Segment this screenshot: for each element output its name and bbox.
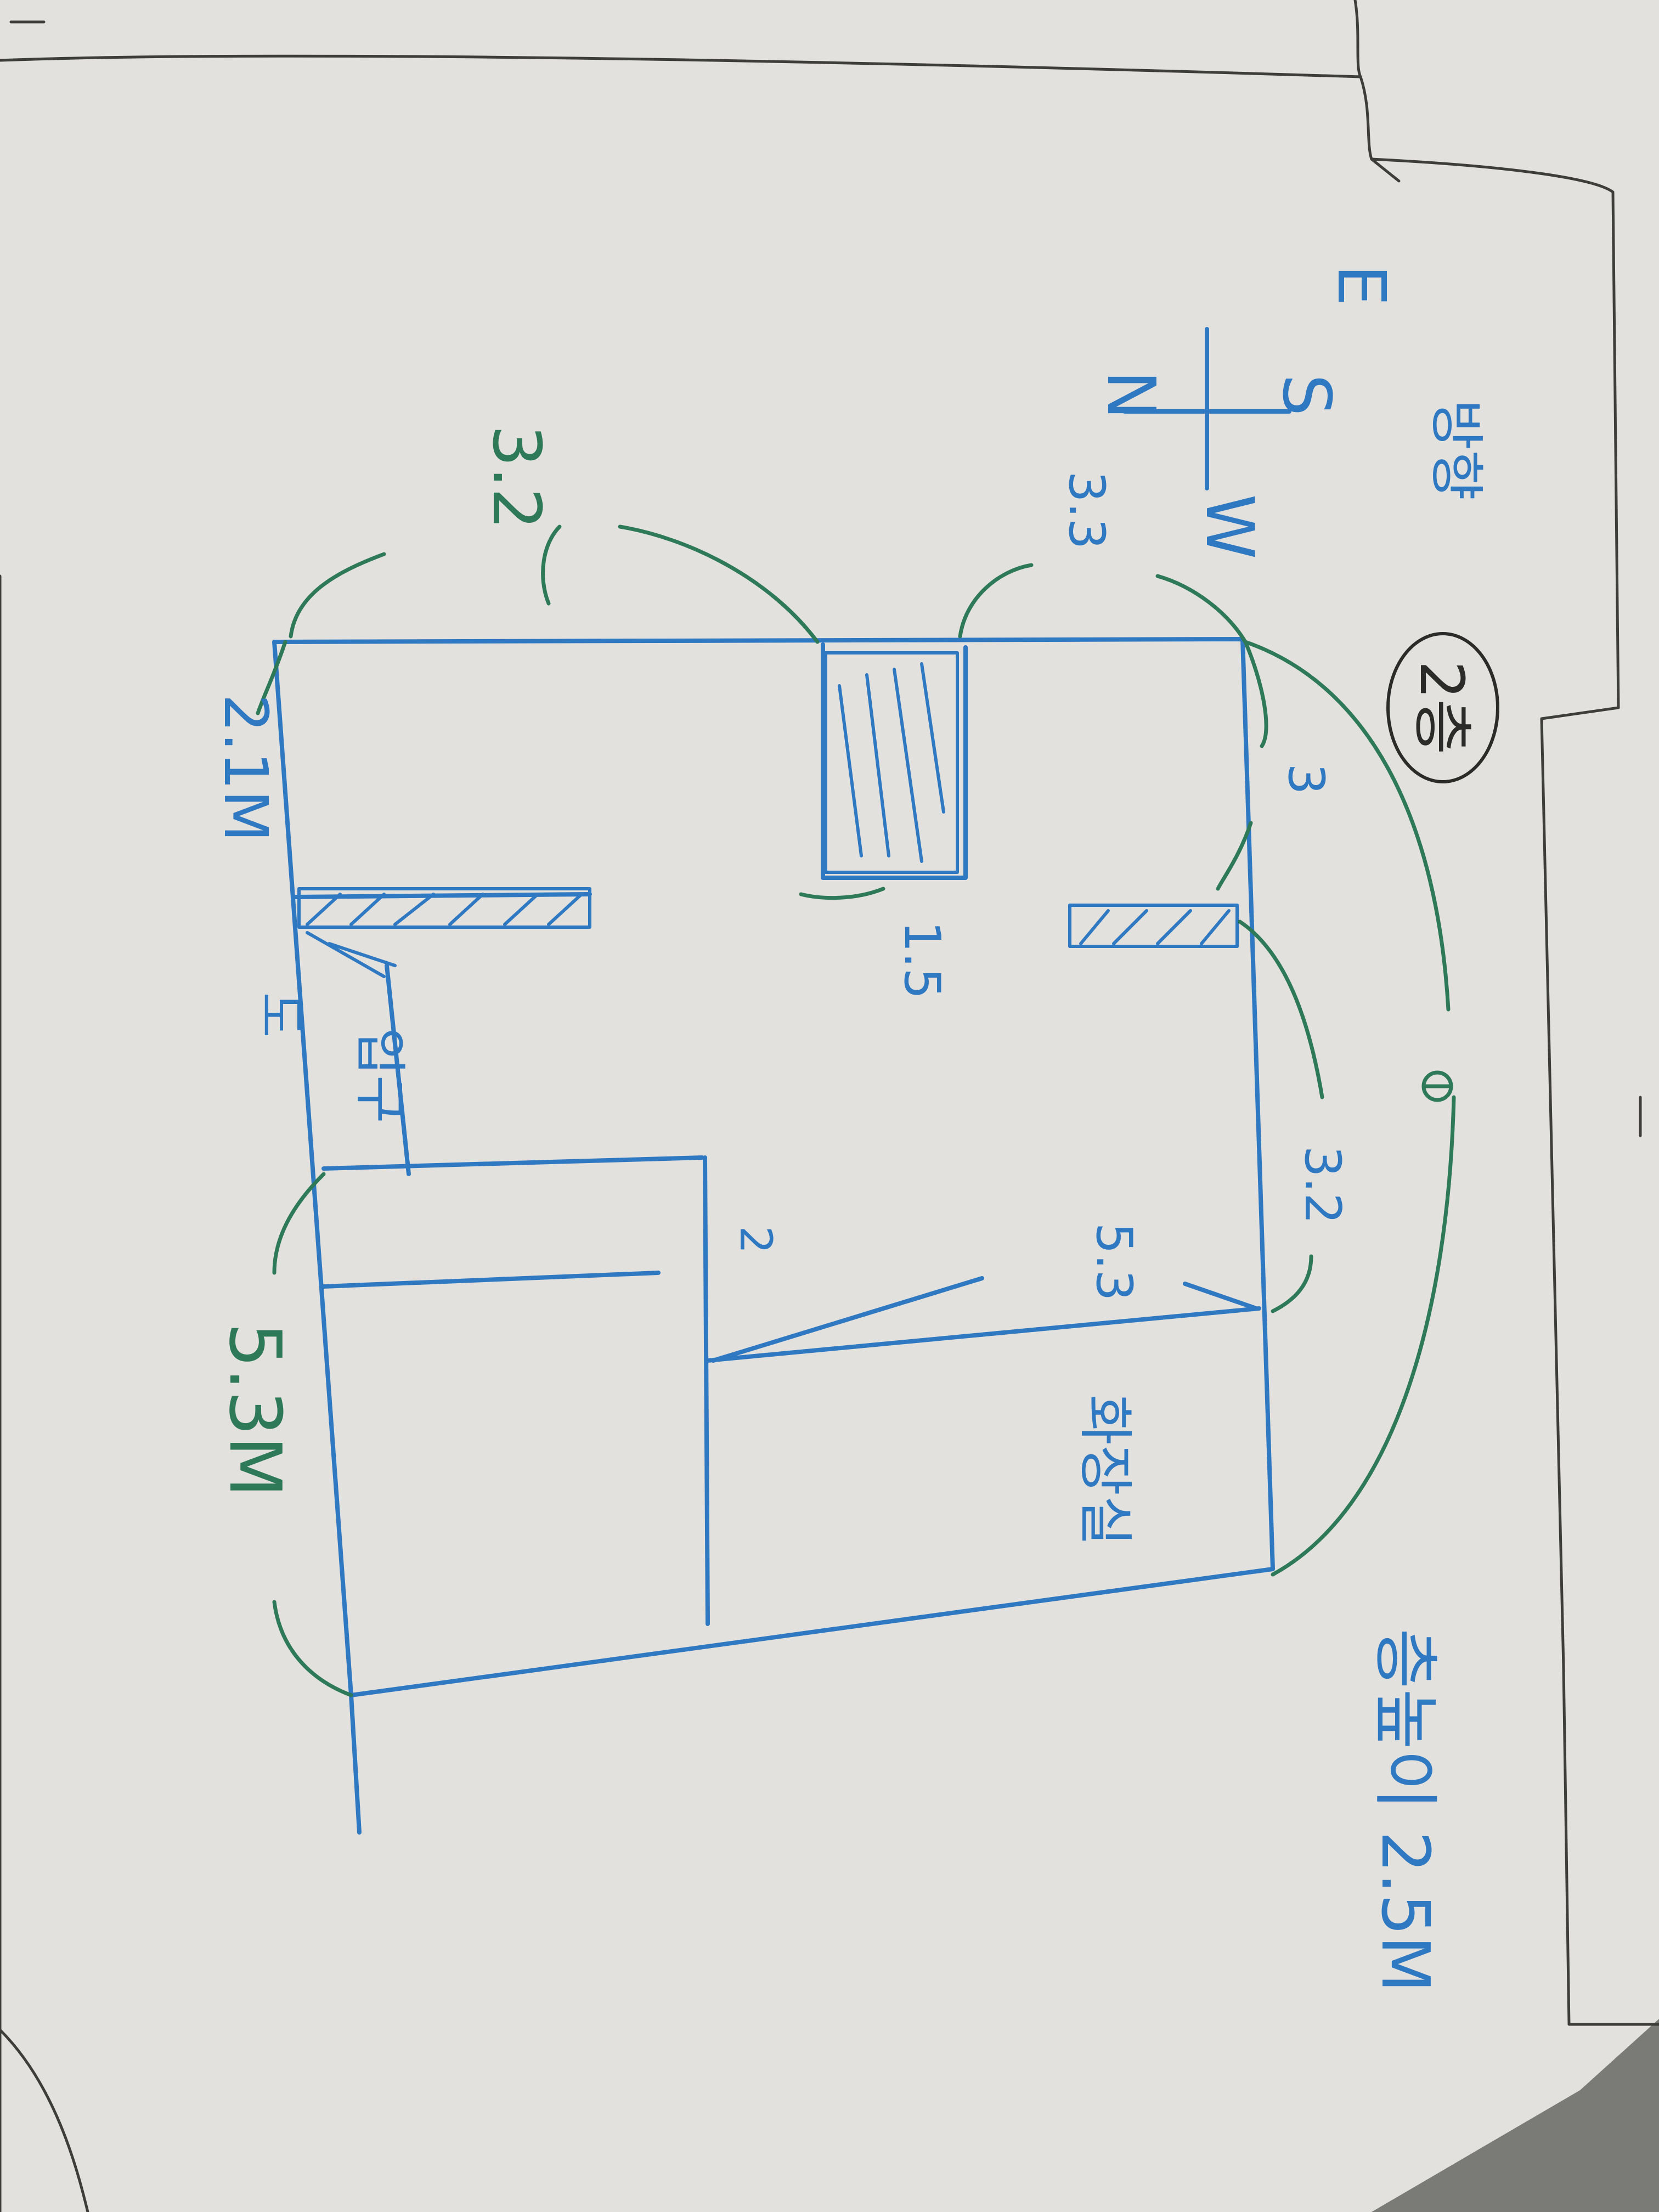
dim-right-a: 3 bbox=[1277, 763, 1335, 794]
dim-width-a: 2.1M bbox=[211, 694, 281, 842]
dimension-arcs bbox=[256, 524, 1456, 1697]
room-label-right: 화장실 bbox=[1073, 1395, 1137, 1546]
compass-west: W bbox=[1191, 494, 1267, 560]
room-label-entrance-b: 도 bbox=[251, 992, 309, 1038]
dim-inner-label: 5.3 bbox=[1085, 1222, 1143, 1301]
compass-east: E bbox=[1323, 264, 1399, 306]
floor-label: 2층 bbox=[1407, 661, 1477, 754]
compass: E S N W bbox=[1092, 264, 1399, 559]
dim-right-b: 3.2 bbox=[1294, 1146, 1351, 1224]
compass-north: N bbox=[1092, 370, 1169, 420]
interior-walls bbox=[294, 642, 1261, 1626]
outer-walls bbox=[272, 637, 1275, 1835]
floor-badge: 2층 bbox=[1386, 632, 1499, 783]
dim-corridor: 1.5 bbox=[893, 921, 951, 999]
dim-inner-depth: 2 bbox=[730, 1226, 781, 1254]
ceiling-height-note: 층높이 2.5M bbox=[1367, 1628, 1443, 1993]
compass-south: S bbox=[1268, 374, 1344, 416]
hatched-columns bbox=[297, 651, 1239, 978]
dim-width-total: 5.3M bbox=[213, 1323, 297, 1498]
orientation-label: 방향 bbox=[1424, 399, 1488, 500]
dim-top-mid: 3.3 bbox=[1058, 471, 1115, 549]
room-label-entrance: 입구 bbox=[349, 1028, 410, 1124]
dim-top-left: 3.2 bbox=[478, 425, 554, 530]
